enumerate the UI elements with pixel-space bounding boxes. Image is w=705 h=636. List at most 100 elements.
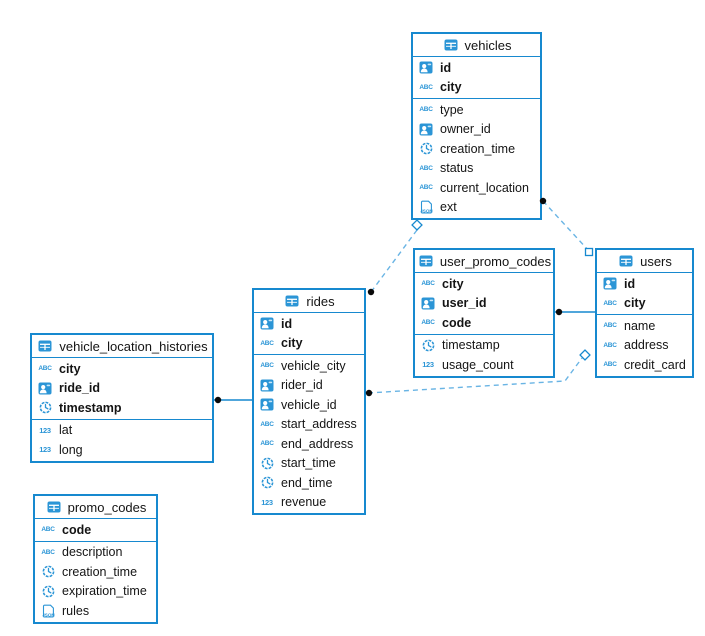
table-icon	[417, 254, 435, 269]
column-label: code	[62, 522, 92, 537]
column-label: timestamp	[442, 338, 500, 353]
column-label: vehicle_city	[281, 358, 346, 373]
column-label: end_address	[281, 436, 354, 451]
time-icon	[258, 475, 276, 490]
column-row-code[interactable]: ABC code	[35, 520, 156, 540]
column-label: rider_id	[281, 378, 323, 393]
text-icon: ABC	[41, 526, 55, 534]
table-title: user_promo_codes	[439, 253, 552, 269]
column-row-user_id[interactable]: user_id	[415, 294, 553, 314]
number-icon: 123	[422, 360, 434, 370]
dot-marker	[365, 389, 373, 397]
time-icon	[36, 400, 54, 415]
table-header[interactable]: user_promo_codes	[415, 250, 553, 273]
column-row-city[interactable]: ABC city	[413, 78, 540, 98]
text-icon: ABC	[260, 339, 274, 347]
column-label: lat	[59, 423, 73, 438]
column-row-timestamp[interactable]: timestamp	[32, 398, 212, 418]
table-title: vehicles	[464, 37, 512, 53]
table-header[interactable]: users	[597, 250, 692, 273]
column-label: city	[624, 296, 646, 311]
relationship-vehicles-users[interactable]	[542, 200, 590, 252]
text-icon: ABC	[421, 280, 435, 288]
number-icon: 123	[39, 445, 51, 455]
id-icon	[258, 397, 276, 412]
diamond-marker	[579, 349, 591, 361]
column-row-rider_id[interactable]: rider_id	[254, 376, 364, 396]
column-label: credit_card	[624, 357, 686, 372]
table-header[interactable]: rides	[254, 290, 364, 313]
column-row-description[interactable]: ABC description	[35, 543, 156, 563]
column-label: city	[440, 80, 462, 95]
column-row-ride_id[interactable]: ride_id	[32, 379, 212, 399]
column-row-id[interactable]: id	[413, 58, 540, 78]
column-label: ride_id	[59, 381, 100, 396]
text-icon: ABC	[419, 184, 433, 192]
column-row-timestamp[interactable]: timestamp	[415, 336, 553, 356]
id-icon	[258, 316, 276, 331]
dot-marker	[367, 288, 375, 296]
column-row-start_time[interactable]: start_time	[254, 454, 364, 474]
column-label: revenue	[281, 495, 327, 510]
dot-marker	[214, 396, 222, 404]
column-label: status	[440, 161, 474, 176]
column-row-id[interactable]: id	[254, 314, 364, 334]
time-icon	[258, 456, 276, 471]
table-header[interactable]: vehicles	[413, 34, 540, 57]
column-label: end_time	[281, 475, 333, 490]
column-row-creation_time[interactable]: creation_time	[413, 139, 540, 159]
column-row-owner_id[interactable]: owner_id	[413, 120, 540, 140]
table-header[interactable]: vehicle_location_histories	[32, 335, 212, 358]
column-label: address	[624, 338, 669, 353]
id-icon	[258, 378, 276, 393]
column-row-vehicle_id[interactable]: vehicle_id	[254, 395, 364, 415]
column-row-id[interactable]: id	[597, 274, 692, 294]
id-icon	[417, 60, 435, 75]
svg-text:JSON: JSON	[42, 612, 55, 617]
table-header[interactable]: promo_codes	[35, 496, 156, 519]
column-label: description	[62, 545, 123, 560]
text-icon: ABC	[419, 83, 433, 91]
column-label: owner_id	[440, 122, 491, 137]
column-row-expiration_time[interactable]: expiration_time	[35, 582, 156, 602]
column-row-end_time[interactable]: end_time	[254, 473, 364, 493]
column-label: id	[281, 316, 293, 331]
text-icon: ABC	[41, 548, 55, 556]
relationship-vehicles-rides[interactable]	[370, 229, 418, 293]
column-row-creation_time[interactable]: creation_time	[35, 562, 156, 582]
table-icon	[36, 339, 54, 354]
